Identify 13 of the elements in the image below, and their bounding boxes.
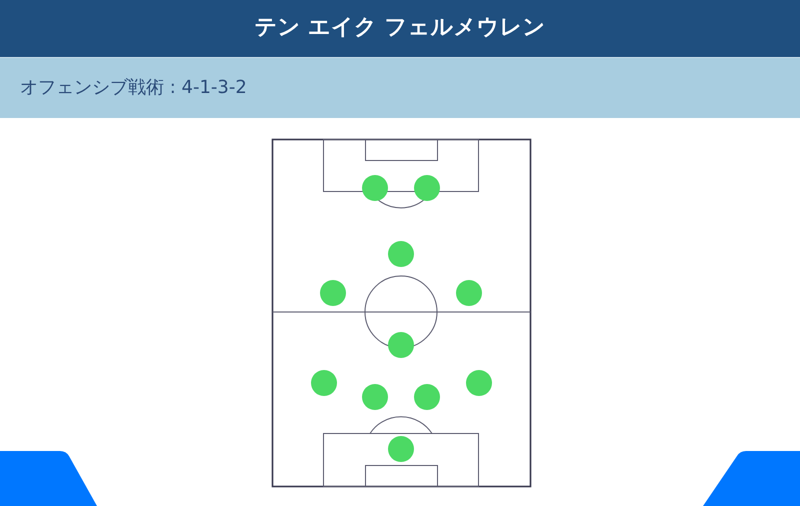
player-marker <box>456 280 482 306</box>
tactic-label: オフェンシブ戦術 : 4-1-3-2 <box>20 76 247 99</box>
player-marker <box>388 332 414 358</box>
player-marker <box>311 370 337 396</box>
player-marker <box>414 175 440 201</box>
player-marker <box>414 384 440 410</box>
player-marker <box>388 436 414 462</box>
player-marker <box>320 280 346 306</box>
player-marker <box>466 370 492 396</box>
title: テン エイク フェルメウレン <box>254 14 546 42</box>
player-marker <box>362 175 388 201</box>
player-marker <box>388 241 414 267</box>
player-marker <box>362 384 388 410</box>
